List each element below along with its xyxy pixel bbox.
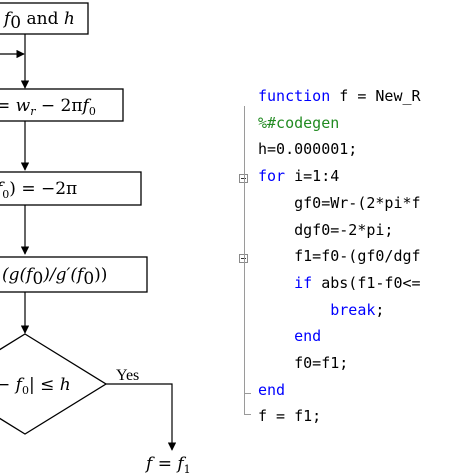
flow-box-update	[0, 256, 148, 293]
code-line[interactable]: if abs(f1-f0<=	[258, 273, 421, 293]
code-text: f0=f1;	[294, 354, 349, 372]
code-line[interactable]: dgf0=-2*pi;	[258, 220, 393, 240]
flow-box-dgf0	[0, 171, 142, 206]
code-comment: %#codegen	[258, 113, 340, 132]
code-indent	[258, 247, 294, 265]
code-text: ;	[375, 300, 385, 319]
flowchart: f0 and h = wr − 2πf0 f0) = −2π (g(f0)/g′…	[0, 2, 191, 474]
code-line[interactable]: gf0=Wr-(2*pi*f	[258, 193, 421, 213]
for-fold-end	[244, 393, 251, 394]
flow-box-update-label: (g(f0)/g′(f0))	[2, 265, 107, 289]
flow-decision-label: − f0| ≤ h	[0, 375, 71, 397]
code-indent	[258, 327, 294, 345]
result-label: f = f1	[144, 454, 191, 474]
code-editor: function f = New_R %#codegen h=0.000001; fo…	[236, 84, 474, 444]
code-text: h=0.000001;	[258, 140, 358, 159]
code-text: dgf0=-2*pi;	[294, 220, 394, 239]
code-text: f1=f0-(gf0/dgf	[294, 247, 421, 266]
fold-toggle-function-icon[interactable]	[239, 174, 248, 183]
code-text: gf0=Wr-(2*pi*f	[294, 193, 421, 212]
code-keyword: end	[294, 327, 322, 346]
code-line[interactable]: f = f1;	[258, 406, 321, 426]
code-indent	[258, 194, 294, 212]
flow-box-gf0	[0, 88, 124, 122]
flow-box-inputs	[0, 2, 89, 35]
code-line[interactable]: for i=1:4	[258, 166, 339, 186]
code-line[interactable]: f1=f0-(gf0/dgf	[258, 246, 421, 266]
code-text: abs(f1-f0<=	[312, 273, 421, 292]
code-line[interactable]: h=0.000001;	[258, 139, 357, 159]
code-text: f = New_R	[330, 87, 421, 105]
yes-label: Yes	[116, 367, 139, 384]
for-fold-guide	[244, 186, 245, 393]
code-keyword: if	[294, 273, 313, 292]
code-line[interactable]: f0=f1;	[258, 353, 348, 373]
code-indent	[258, 354, 294, 372]
code-keyword: end	[258, 380, 286, 399]
code-keyword: function	[258, 87, 331, 105]
code-text: f = f1;	[258, 407, 322, 426]
fold-toggle-for-icon[interactable]	[239, 254, 248, 263]
yes-arrow	[106, 383, 177, 451]
flow-box-dgf0-label: f0) = −2π	[0, 179, 77, 201]
code-line[interactable]: %#codegen	[258, 113, 339, 133]
flow-box-gf0-label: = wr − 2πf0	[0, 96, 96, 118]
flow-box-inputs-label: f0 and h	[2, 9, 75, 33]
code-indent	[258, 221, 294, 239]
code-line[interactable]: function f = New_R	[258, 86, 421, 106]
code-text: i=1:4	[285, 167, 340, 186]
code-line[interactable]: end	[258, 326, 321, 346]
code-keyword: break	[330, 300, 376, 319]
code-indent	[258, 274, 294, 292]
flow-decision	[0, 333, 108, 435]
code-indent	[258, 301, 330, 319]
function-fold-end	[244, 414, 251, 415]
code-line[interactable]: break;	[258, 300, 384, 320]
code-line[interactable]: end	[258, 380, 285, 400]
code-keyword: for	[258, 167, 286, 186]
